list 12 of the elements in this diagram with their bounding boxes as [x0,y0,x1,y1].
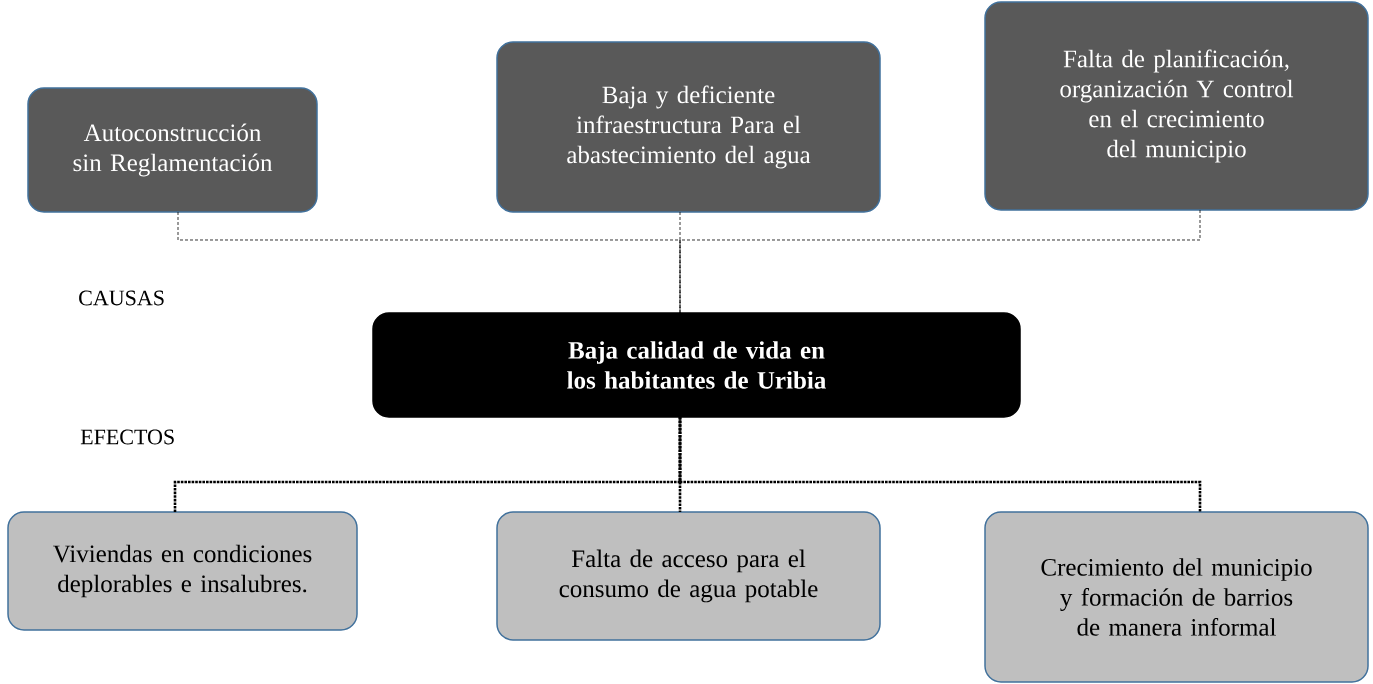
effect-box: Falta de acceso para el consumo de agua potable [496,511,881,641]
effect-box: Crecimiento del municipio y formación de barrios de manera informal [984,511,1369,683]
cause-box: Baja y deficiente infraestructura Para el abastecimiento del agua [496,41,881,213]
connector-line [679,211,681,314]
section-label: CAUSAS [79,290,164,306]
connector-line [679,209,1201,314]
cause-box: Falta de planificación, organización Y control en el crecimiento del municipio [984,1,1369,211]
problem-box: Baja calidad de vida en los habitantes de Uribia [372,312,1021,418]
effect-box: Viviendas en condiciones deplorables e insalubres. [7,511,358,631]
section-label: EFECTOS [80,429,174,445]
connector-line [678,417,1202,512]
cause-box: Autoconstrucción sin Reglamentación [27,87,318,213]
